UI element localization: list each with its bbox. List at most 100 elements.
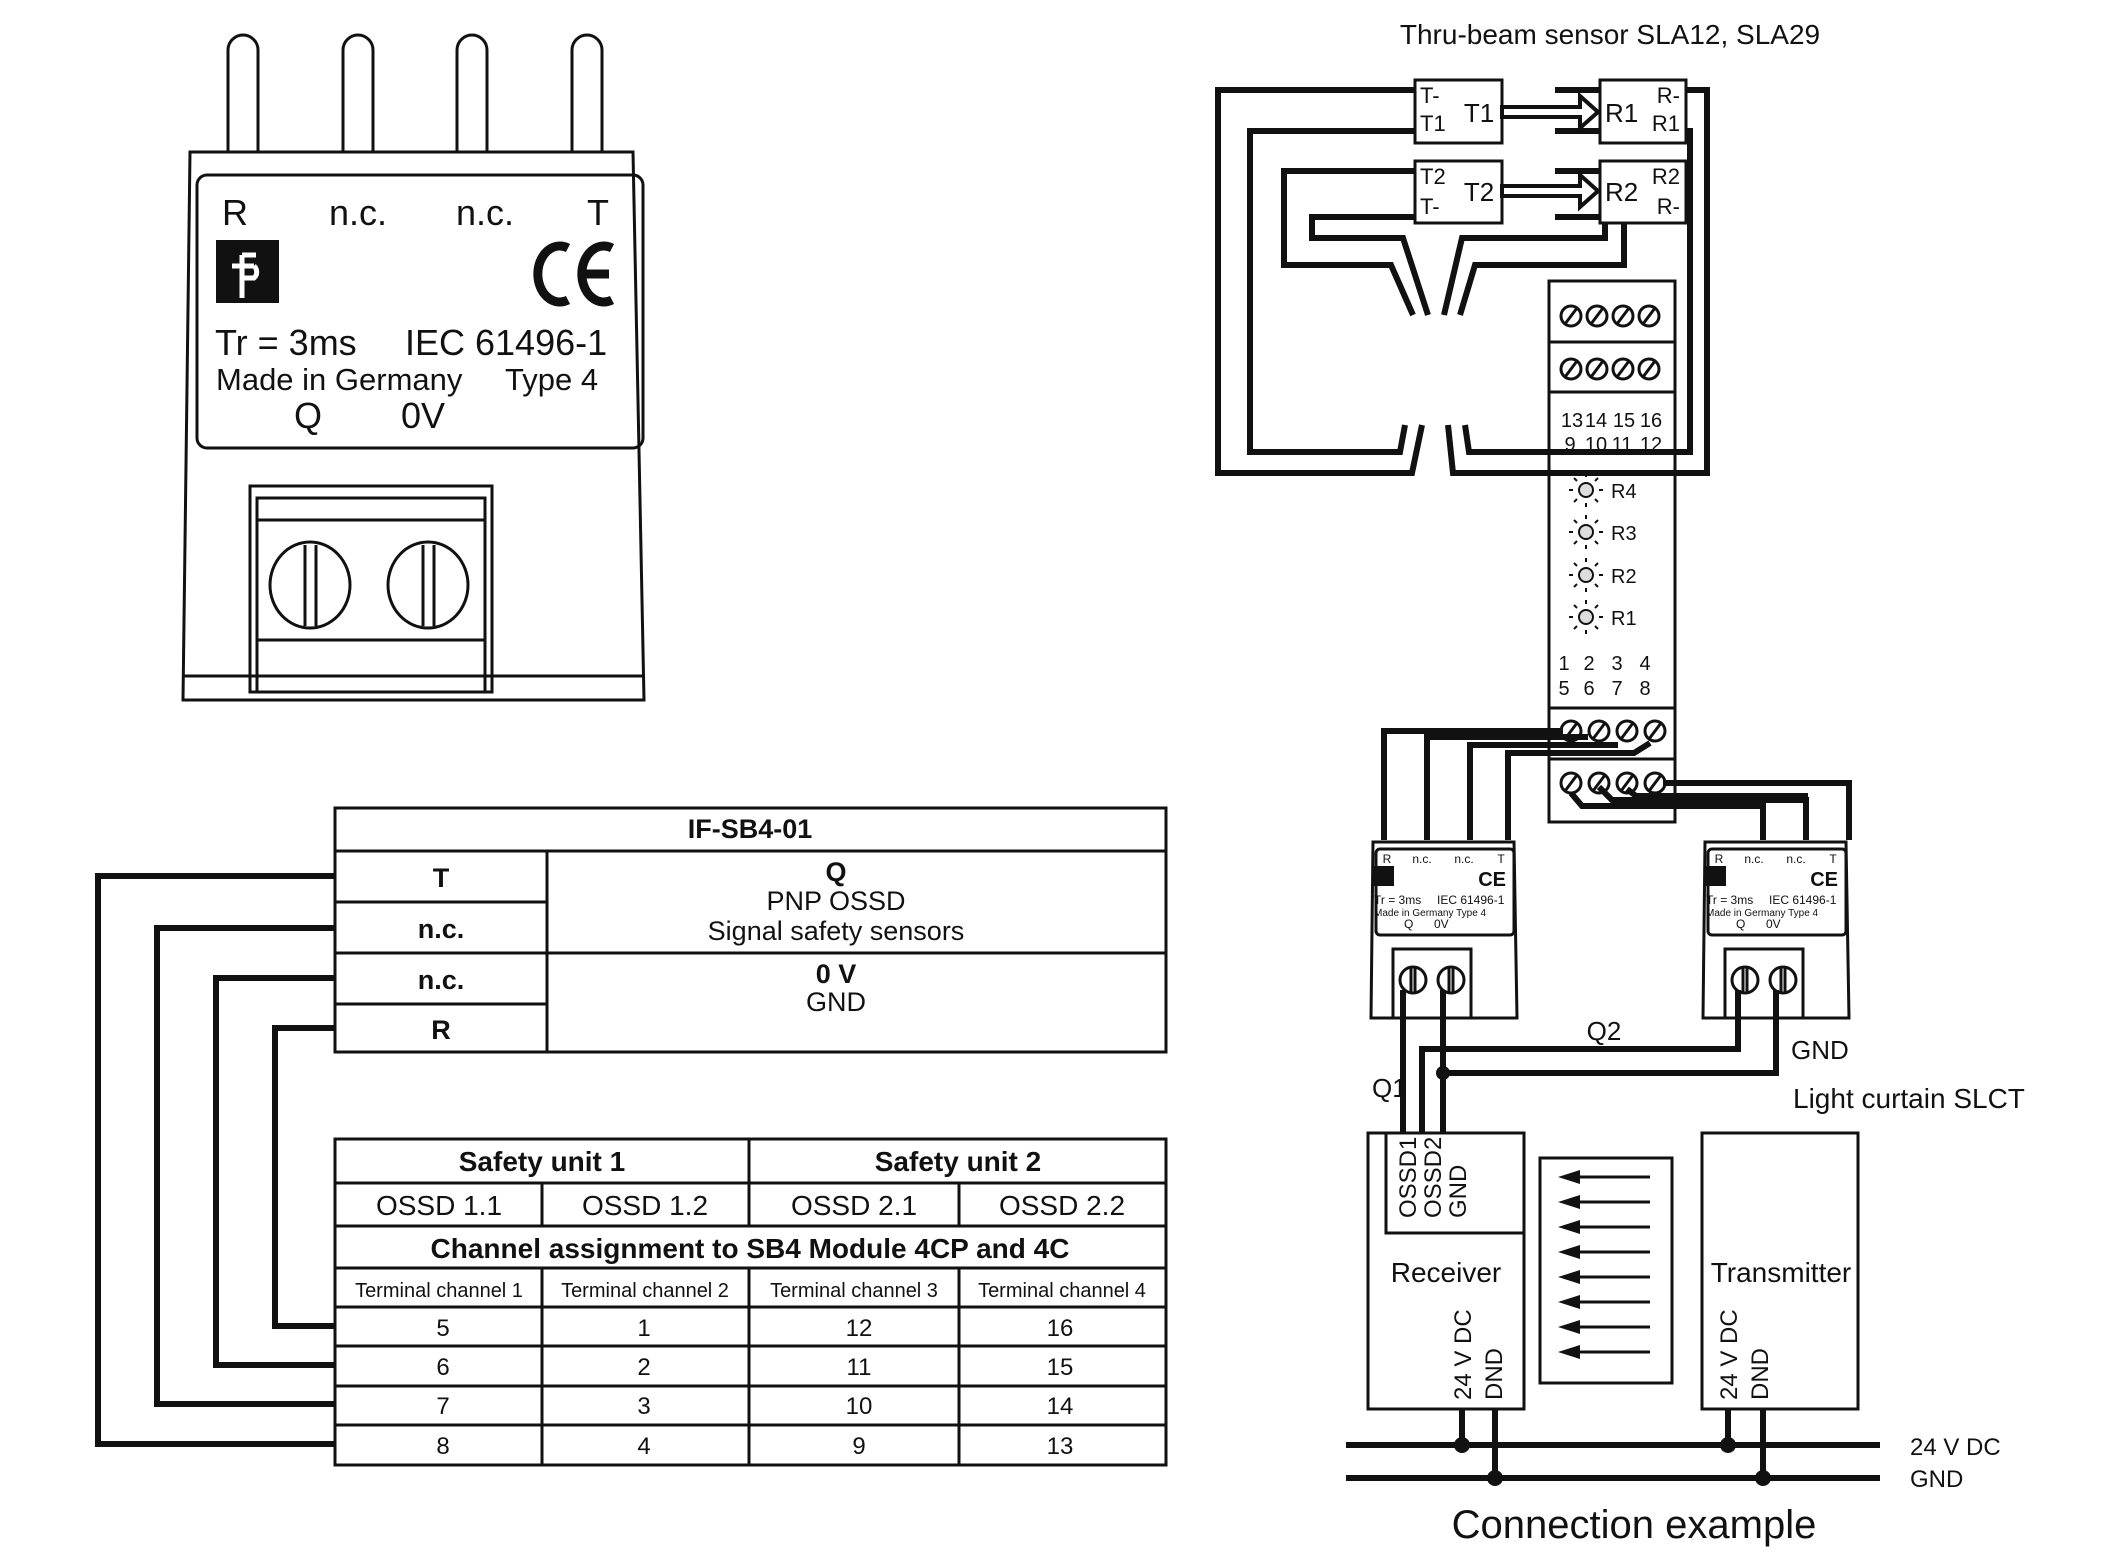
power-bus <box>1346 1409 1880 1486</box>
gnd-desc: GND <box>806 987 866 1017</box>
table-cell: 12 <box>846 1315 873 1342</box>
screw-icon <box>1615 719 1639 743</box>
led-r1: R1 <box>1569 600 1637 634</box>
arrow-left-icon <box>1558 1220 1580 1234</box>
pin-table-row: n.c. <box>418 914 465 944</box>
screw-icon <box>1615 771 1639 795</box>
table-cell: 8 <box>436 1433 449 1460</box>
pin-label: n.c. <box>1454 852 1473 866</box>
type-rating: Type 4 <box>505 362 598 397</box>
pin-label: n.c. <box>1786 852 1805 866</box>
transmitter-box: Transmitter 24 V DC DND <box>1700 1131 1860 1411</box>
receiver-label: R1 <box>1605 98 1638 128</box>
arrow-left-icon <box>1558 1245 1580 1259</box>
terminal-label-0v: 0V <box>1434 917 1449 931</box>
pin-label: R- <box>1657 194 1680 219</box>
made-in: Made in Germany Type 4 <box>1706 908 1819 919</box>
table-cell: 6 <box>436 1354 449 1381</box>
led-icon <box>1569 515 1603 549</box>
pin-label: n.c. <box>1744 852 1763 866</box>
led-label: R2 <box>1611 566 1637 588</box>
table-cell: 2 <box>637 1354 650 1381</box>
screw-icon <box>1643 771 1667 795</box>
pin-label-t: T <box>587 192 609 233</box>
pin-label: R1 <box>1652 111 1680 136</box>
table-row: 5 1 12 16 <box>436 1315 1073 1342</box>
table-row: 6 2 11 15 <box>436 1354 1073 1381</box>
gnd-title: 0 V <box>816 959 857 989</box>
made-in: Made in Germany <box>216 362 463 397</box>
response-time: Tr = 3ms <box>1706 893 1753 907</box>
pin-table-row: n.c. <box>418 965 465 995</box>
iec-standard: IEC 61496-1 <box>405 322 607 363</box>
screw-icon <box>1730 965 1760 995</box>
table-cell: 3 <box>637 1393 650 1420</box>
screw-icon <box>1611 357 1635 381</box>
led-r3: R3 <box>1569 515 1637 549</box>
power-pin: DND <box>1481 1348 1508 1400</box>
led-icon <box>1569 600 1603 634</box>
transmitter-label: T1 <box>1464 98 1494 128</box>
screw-icon <box>1585 304 1609 328</box>
pf-logo-icon <box>1706 866 1726 886</box>
thru-beam-title: Thru-beam sensor SLA12, SLA29 <box>1400 19 1820 50</box>
ce-mark-icon: CE <box>1478 869 1506 891</box>
led-r2: R2 <box>1569 558 1637 592</box>
terminal-screws-upper <box>1559 357 1661 381</box>
pin-label-nc2: n.c. <box>456 192 514 233</box>
power-pin: DND <box>1747 1348 1774 1400</box>
screw-icon <box>1585 357 1609 381</box>
ossd-label: OSSD 1.2 <box>582 1190 708 1221</box>
transmitter-2: T2 T- T2 <box>1413 159 1504 225</box>
table-cell: 13 <box>1047 1433 1074 1460</box>
table-cell: 16 <box>1047 1315 1074 1342</box>
device-small-right: R n.c. n.c. T CE Tr = 3ms IEC 61496-1 Ma… <box>1701 840 1851 1020</box>
terminal-label-q: Q <box>1404 917 1413 931</box>
pin-label: T- <box>1420 83 1440 108</box>
arrow-left-icon <box>1558 1345 1580 1359</box>
column-header: Terminal channel 2 <box>561 1280 729 1302</box>
device-body <box>181 150 646 702</box>
screw-icon <box>1637 304 1661 328</box>
receiver-1: R1 R- R1 <box>1598 78 1688 145</box>
module-device-wires <box>1381 728 1852 840</box>
terminal-number: 5 <box>1558 678 1569 700</box>
pin-label: T1 <box>1420 111 1446 136</box>
terminal-number: 4 <box>1639 653 1650 675</box>
beam-arrow-icon <box>1500 170 1602 212</box>
receiver-box: OSSD1 OSSD2 GND Receiver 24 V DC DND <box>1366 1131 1526 1411</box>
receiver-pin: GND <box>1445 1165 1472 1218</box>
table-cell: 4 <box>637 1433 650 1460</box>
terminal-number: 7 <box>1611 678 1622 700</box>
device-label-plate <box>195 173 645 450</box>
light-curtain-beams <box>1538 1156 1674 1385</box>
transmitter-1: T- T1 T1 <box>1413 78 1504 145</box>
transmitter-label: Transmitter <box>1711 1257 1852 1288</box>
terminal-block <box>183 484 644 694</box>
assignment-title: Channel assignment to SB4 Module 4CP and… <box>431 1233 1070 1264</box>
device-large: R n.c. n.c. T Tr = 3ms IEC 61496-1 Made … <box>181 33 646 702</box>
device-pins <box>226 33 604 152</box>
terminal-number: 12 <box>1640 434 1662 456</box>
channel-table: Safety unit 1 Safety unit 2 OSSD 1.1 OSS… <box>333 1137 1168 1467</box>
screw-icon <box>1559 771 1583 795</box>
arrow-left-icon <box>1558 1320 1580 1334</box>
receiver-pin: OSSD1 <box>1395 1137 1422 1218</box>
ossd-label: OSSD 2.1 <box>791 1190 917 1221</box>
screw-icon <box>1637 357 1661 381</box>
power-pin: 24 V DC <box>1716 1309 1743 1400</box>
iec-standard: IEC 61496-1 <box>1437 893 1505 907</box>
power-pin: 24 V DC <box>1450 1309 1477 1400</box>
table-cell: 9 <box>852 1433 865 1460</box>
table-cell: 15 <box>1047 1354 1074 1381</box>
pin-table-title: IF-SB4-01 <box>688 814 813 844</box>
pf-logo-icon <box>1374 866 1394 886</box>
led-label: R1 <box>1611 608 1637 630</box>
pin-label-r: R <box>222 192 248 233</box>
led-label: R3 <box>1611 523 1637 545</box>
screw-icon <box>1559 304 1583 328</box>
pin-label-nc1: n.c. <box>329 192 387 233</box>
table-cell: 10 <box>846 1393 873 1420</box>
terminal-number: 14 <box>1585 410 1607 432</box>
